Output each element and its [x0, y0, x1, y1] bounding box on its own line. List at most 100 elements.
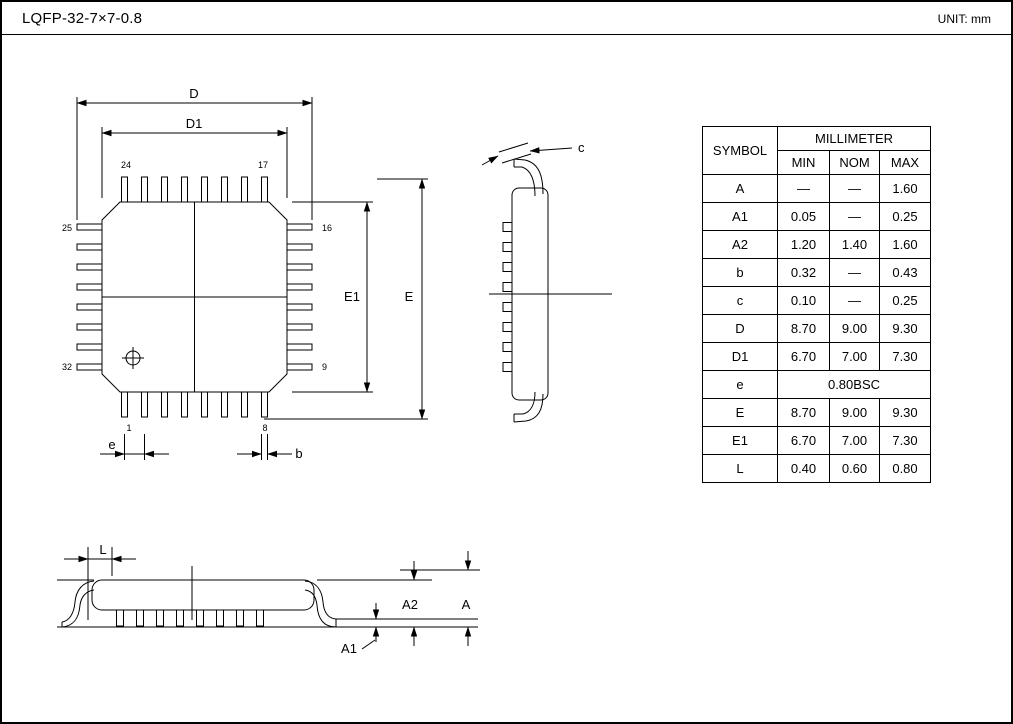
cell-nom: 7.00: [829, 426, 880, 455]
pin-number-17: 17: [258, 160, 268, 170]
dim-A: A: [400, 551, 480, 646]
dim-D1: D1: [101, 116, 288, 198]
cell-max: 7.30: [879, 426, 931, 455]
front-body: [91, 579, 315, 611]
right-pins: [286, 223, 313, 371]
package-body-outline: [101, 201, 288, 393]
cell-min: —: [777, 174, 830, 203]
pin-number-1: 1: [126, 423, 131, 433]
cell-nom: 1.40: [829, 230, 880, 259]
pin1-marker: [122, 347, 144, 369]
cell-max: 9.30: [879, 314, 931, 343]
dim-label-L: L: [99, 542, 106, 557]
col-header-max: MAX: [879, 150, 931, 175]
cell-symbol: b: [702, 258, 778, 287]
cell-min: 0.40: [777, 454, 830, 483]
dim-A1: A1: [341, 603, 380, 656]
side-leads: [502, 222, 513, 372]
cell-min: 8.70: [777, 314, 830, 343]
col-header-millimeter: MILLIMETER: [777, 126, 931, 151]
cell-nom: 0.60: [829, 454, 880, 483]
cell-min: 8.70: [777, 398, 830, 427]
dim-E1: E1: [292, 201, 373, 393]
cell-min: 0.05: [777, 202, 830, 231]
cell-span-value: 0.80BSC: [777, 370, 931, 399]
pin-number-16: 16: [322, 223, 332, 233]
table-row: L 0.40 0.60 0.80: [702, 454, 931, 483]
cell-min: 0.10: [777, 286, 830, 315]
dim-label-b: b: [295, 446, 302, 461]
dim-label-c: c: [578, 140, 585, 155]
dim-D: D: [76, 86, 313, 220]
pin-number-24: 24: [121, 160, 131, 170]
cell-max: 0.25: [879, 202, 931, 231]
top-pins: [121, 176, 268, 203]
cell-symbol: D1: [702, 342, 778, 371]
title-bar: LQFP-32-7×7-0.8 UNIT: mm: [2, 2, 1011, 35]
col-header-nom: NOM: [829, 150, 880, 175]
cell-min: 6.70: [777, 342, 830, 371]
table-row: b 0.32 — 0.43: [702, 258, 931, 287]
table-row: A — — 1.60: [702, 174, 931, 203]
side-top-lead: [513, 158, 544, 197]
dim-c: c: [481, 140, 585, 166]
cell-symbol: A1: [702, 202, 778, 231]
dim-label-e: e: [108, 437, 115, 452]
cell-nom: —: [829, 174, 880, 203]
dim-label-A: A: [462, 597, 471, 612]
cell-nom: —: [829, 202, 880, 231]
table-row-e: e 0.80BSC: [702, 370, 931, 399]
dim-b: b: [237, 434, 303, 461]
cell-max: 9.30: [879, 398, 931, 427]
left-pins: [76, 223, 103, 371]
table-row: A1 0.05 — 0.25: [702, 202, 931, 231]
dim-E: E: [264, 178, 428, 420]
side-view: c: [481, 140, 612, 423]
cell-max: 1.60: [879, 230, 931, 259]
cell-nom: 7.00: [829, 342, 880, 371]
cell-symbol: L: [702, 454, 778, 483]
package-title: LQFP-32-7×7-0.8: [22, 10, 143, 27]
dimension-table: SYMBOL MILLIMETER MIN NOM MAX A — — 1.60…: [702, 126, 931, 483]
cell-min: 6.70: [777, 426, 830, 455]
table-subheader-row: MIN NOM MAX: [703, 150, 931, 175]
front-right-lead: [304, 580, 337, 628]
pin-numbers: 24 17 25 16 32 9 1 8: [62, 160, 332, 433]
front-view: L A2 A A1: [57, 542, 480, 656]
bottom-pins: [121, 391, 268, 418]
cell-nom: —: [829, 286, 880, 315]
pin-number-9: 9: [322, 362, 327, 372]
cell-max: 0.25: [879, 286, 931, 315]
cell-nom: 9.00: [829, 398, 880, 427]
cell-symbol: A2: [702, 230, 778, 259]
cell-max: 0.43: [879, 258, 931, 287]
cell-min: 0.32: [777, 258, 830, 287]
dim-label-D1: D1: [186, 116, 203, 131]
pin-number-8: 8: [262, 423, 267, 433]
cell-symbol: A: [702, 174, 778, 203]
col-header-symbol: SYMBOL: [702, 126, 778, 175]
cell-nom: 9.00: [829, 314, 880, 343]
pin-number-32: 32: [62, 362, 72, 372]
front-left-lead: [61, 580, 95, 628]
cell-min: 1.20: [777, 230, 830, 259]
cell-symbol: D: [702, 314, 778, 343]
dim-A2: A2: [317, 561, 432, 646]
cell-max: 1.60: [879, 174, 931, 203]
cell-nom: —: [829, 258, 880, 287]
dim-label-E: E: [405, 289, 414, 304]
cell-symbol: c: [702, 286, 778, 315]
pin-number-25: 25: [62, 223, 72, 233]
cell-max: 7.30: [879, 342, 931, 371]
table-row: A2 1.20 1.40 1.60: [702, 230, 931, 259]
dim-label-A1: A1: [341, 641, 357, 656]
col-header-min: MIN: [777, 150, 830, 175]
front-leads: [116, 609, 264, 627]
side-bottom-lead: [513, 391, 544, 423]
cell-symbol: E: [702, 398, 778, 427]
table-row: c 0.10 — 0.25: [702, 286, 931, 315]
dim-L: L: [64, 542, 136, 620]
cell-symbol: E1: [702, 426, 778, 455]
